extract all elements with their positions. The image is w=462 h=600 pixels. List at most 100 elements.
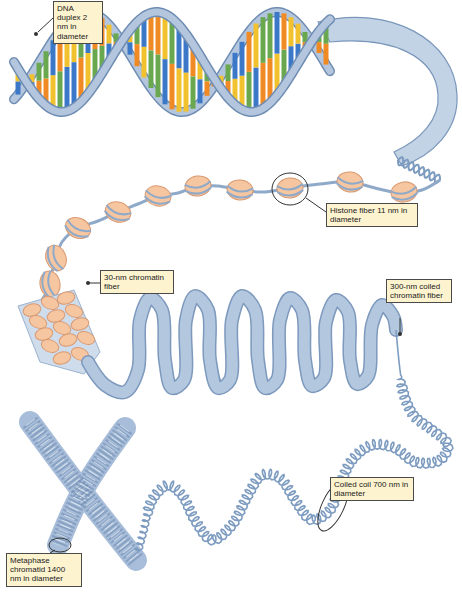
base-pair: [282, 13, 287, 49]
dna-wrap: [45, 247, 58, 273]
base-pair: [198, 79, 203, 103]
base-pair: [254, 24, 259, 68]
dna-wrap: [185, 181, 211, 189]
base-pair: [268, 13, 273, 58]
dna-ribbon: [318, 17, 457, 166]
dna-wrap: [40, 272, 49, 298]
base-pair: [163, 59, 168, 104]
chromatin-tube: [88, 296, 396, 393]
dna-wrap: [277, 190, 303, 197]
label-box: 30-nm chromatin fiber: [100, 270, 174, 294]
base-pair: [275, 12, 280, 54]
label-box: Histone fiber 11 nm in diameter: [326, 203, 418, 227]
label-text: Coiled coil 700 nm in diameter: [334, 480, 410, 498]
chromatid-texture: [58, 428, 125, 545]
dna-wrap: [277, 184, 303, 191]
histone-core: [62, 213, 94, 242]
nucleosome: [389, 180, 418, 204]
coiled-fiber: [135, 330, 453, 551]
dna-wrap: [186, 187, 212, 195]
chromatid-texture: [58, 428, 125, 545]
histone-core: [389, 180, 418, 204]
leader-line: [400, 318, 401, 334]
dna-wrap: [392, 193, 418, 202]
histone-core: [103, 198, 134, 225]
base-pair: [170, 64, 175, 109]
base-pair: [142, 47, 147, 78]
leader-dot: [86, 281, 90, 285]
base-pair: [226, 64, 231, 81]
histone-core: [336, 170, 365, 193]
label-box: Metaphase chromatid 1400 nm in diameter: [6, 553, 82, 587]
base-pair: [205, 81, 210, 95]
base-pair: [128, 42, 133, 54]
stacked-nucleosome: [39, 337, 60, 354]
base-pair: [191, 76, 196, 108]
dna-wrap: [66, 220, 91, 235]
dna-wrap: [63, 225, 88, 240]
nucleosome: [226, 179, 254, 202]
histone-core: [226, 179, 254, 202]
leader-group: [34, 18, 402, 553]
label-text: 30-nm chromatin fiber: [104, 273, 170, 291]
nucleosome: [42, 242, 70, 273]
label-box: 300-nm coiled chromatin fiber: [386, 279, 452, 303]
base-pair: [135, 44, 140, 66]
base-pair: [37, 63, 42, 81]
dna-wrap: [337, 177, 363, 185]
nucleosome: [103, 198, 134, 225]
label-text: Histone fiber 11 nm in diameter: [330, 206, 414, 224]
linker-dna: [42, 180, 440, 300]
stacked-nucleosome: [70, 316, 90, 332]
chromatin-tube: [88, 296, 396, 393]
base-pair: [51, 40, 56, 75]
base-pair: [296, 24, 301, 44]
base-pair: [156, 55, 161, 98]
base-pair: [324, 44, 329, 65]
leader-dot: [398, 332, 402, 336]
nucleosome: [143, 184, 173, 209]
base-pair: [149, 50, 154, 88]
leader-dot: [34, 32, 38, 36]
dna-wrap: [103, 211, 129, 223]
label-text: Metaphase chromatid 1400 nm in diameter: [10, 556, 78, 584]
base-pair: [177, 68, 182, 111]
small-helix: [398, 157, 440, 183]
stacked-nucleosome: [52, 350, 72, 366]
label-box: Coiled coil 700 nm in diameter: [330, 477, 414, 501]
base-pair: [107, 25, 112, 44]
base-pair: [317, 42, 322, 53]
chromatin-illustration: [14, 12, 457, 560]
base-pair: [289, 17, 294, 46]
leader-line: [38, 18, 53, 32]
histone-core: [276, 177, 304, 199]
base-pair: [16, 82, 21, 95]
label-text: DNA duplex 2 nm in diameter: [57, 4, 99, 41]
dna-wrap: [145, 190, 171, 200]
chromatid-texture: [30, 422, 136, 560]
stacked-nucleosome: [75, 329, 96, 346]
leader-line: [306, 198, 326, 212]
dna-wrap: [227, 186, 253, 193]
base-pair: [240, 42, 245, 76]
base-pair: [58, 71, 63, 112]
dna-wrap: [336, 183, 362, 191]
base-pair: [233, 53, 238, 79]
chromatid-texture: [30, 422, 136, 560]
dna-wrap: [46, 271, 55, 297]
leader-ellipse: [272, 173, 308, 205]
stacked-nucleosome: [63, 302, 84, 319]
base-pair: [247, 32, 252, 72]
base-pair: [156, 12, 161, 55]
dna-wrap: [144, 196, 170, 206]
histone-core: [184, 174, 213, 197]
base-pair: [184, 73, 189, 112]
dna-wrap: [391, 187, 417, 196]
histone-core: [42, 242, 70, 273]
base-pair: [65, 67, 70, 111]
nucleosome: [62, 213, 94, 242]
nucleosome: [276, 177, 304, 199]
label-box: DNA duplex 2 nm in diameter: [53, 1, 103, 44]
